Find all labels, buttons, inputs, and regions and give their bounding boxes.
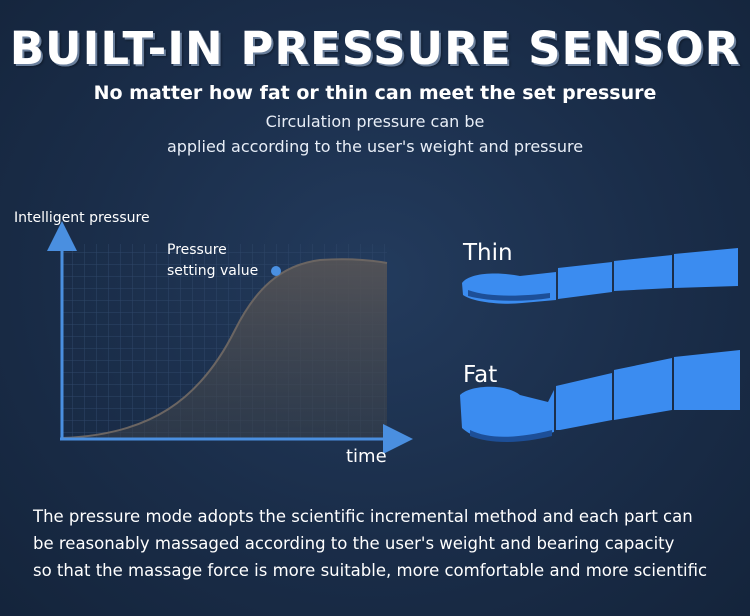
pressure-setting-annotation: Pressure setting value [167, 240, 258, 282]
main-title: BUILT-IN PRESSURE SENSOR [9, 22, 741, 75]
annotation-line-2: setting value [167, 263, 259, 279]
fat-label: Fat [463, 362, 498, 388]
fat-leg-illustration [460, 350, 740, 442]
footer-line-1: The pressure mode adopts the scientific … [33, 507, 693, 526]
footer-description: The pressure mode adopts the scientific … [33, 503, 743, 584]
description-line-1: Circulation pressure can be [265, 112, 485, 131]
footer-line-2: be reasonably massaged according to the … [33, 534, 675, 553]
subtitle: No matter how fat or thin can meet the s… [93, 82, 657, 104]
annotation-line-1: Pressure [167, 242, 227, 258]
x-axis-label: time [346, 446, 387, 467]
footer-line-3: so that the massage force is more suitab… [33, 561, 708, 580]
y-axis-label: Intelligent pressure [14, 210, 150, 226]
pressure-curve-area [62, 259, 387, 438]
pressure-setting-marker [271, 266, 281, 276]
pressure-curve-line [61, 258, 388, 439]
description-line-2: applied according to the user's weight a… [166, 137, 584, 156]
thin-label: Thin [463, 240, 513, 266]
